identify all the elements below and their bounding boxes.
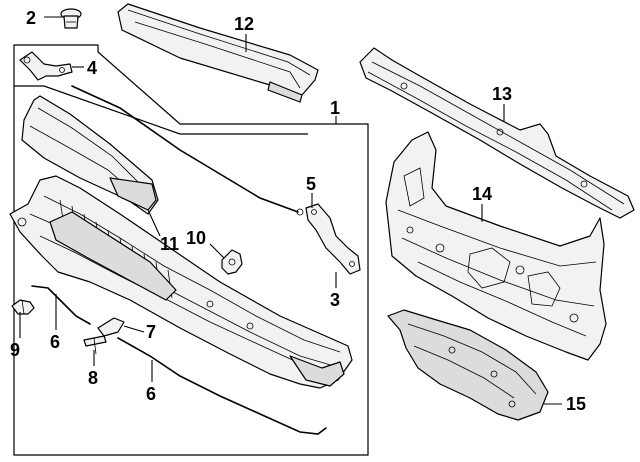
callout-3: 3 [330, 290, 340, 310]
callout-2: 2 [26, 8, 36, 28]
part-6-drain-hose-lower [117, 337, 327, 435]
seal-end [296, 208, 304, 216]
part-14-dash-panel [385, 131, 607, 361]
part-5-bracket [305, 203, 361, 275]
callout-1: 1 [330, 98, 340, 118]
callout-4: 4 [87, 58, 97, 78]
callout-6-upper: 6 [50, 332, 60, 352]
callout-15: 15 [566, 394, 586, 414]
part-1-cowl-assembly [9, 175, 353, 389]
callout-11: 11 [160, 234, 179, 254]
part-8-pin [83, 335, 107, 355]
callout-5: 5 [306, 174, 316, 194]
part-15-insulator [387, 309, 549, 421]
assembly-subframe [14, 85, 308, 135]
callout-14: 14 [472, 184, 492, 204]
callout-13: 13 [492, 84, 512, 104]
part-10-grommet [221, 249, 243, 275]
callout-12: 12 [234, 14, 254, 34]
callout-6-lower: 6 [146, 384, 156, 404]
part-13-cowl-top-bar [359, 47, 635, 219]
part-6-drain-hose-upper [31, 285, 91, 325]
callout-labels: 2 12 4 1 13 5 14 11 10 3 9 6 7 8 6 15 [10, 8, 586, 414]
part-12-cowl-top-panel [117, 3, 319, 103]
callout-7: 7 [146, 322, 156, 342]
weatherstrip-seal [71, 85, 299, 213]
callout-9: 9 [10, 340, 20, 360]
leader-lines [19, 16, 562, 405]
part-9-fastener [11, 299, 35, 315]
part-4-bracket [19, 51, 73, 81]
part-2-clip [60, 8, 82, 29]
part-7-clip [97, 317, 125, 337]
assembly-frame [13, 44, 369, 456]
callout-8: 8 [88, 368, 98, 388]
part-11-cowl-cover [21, 95, 159, 215]
callout-10: 10 [186, 228, 206, 248]
